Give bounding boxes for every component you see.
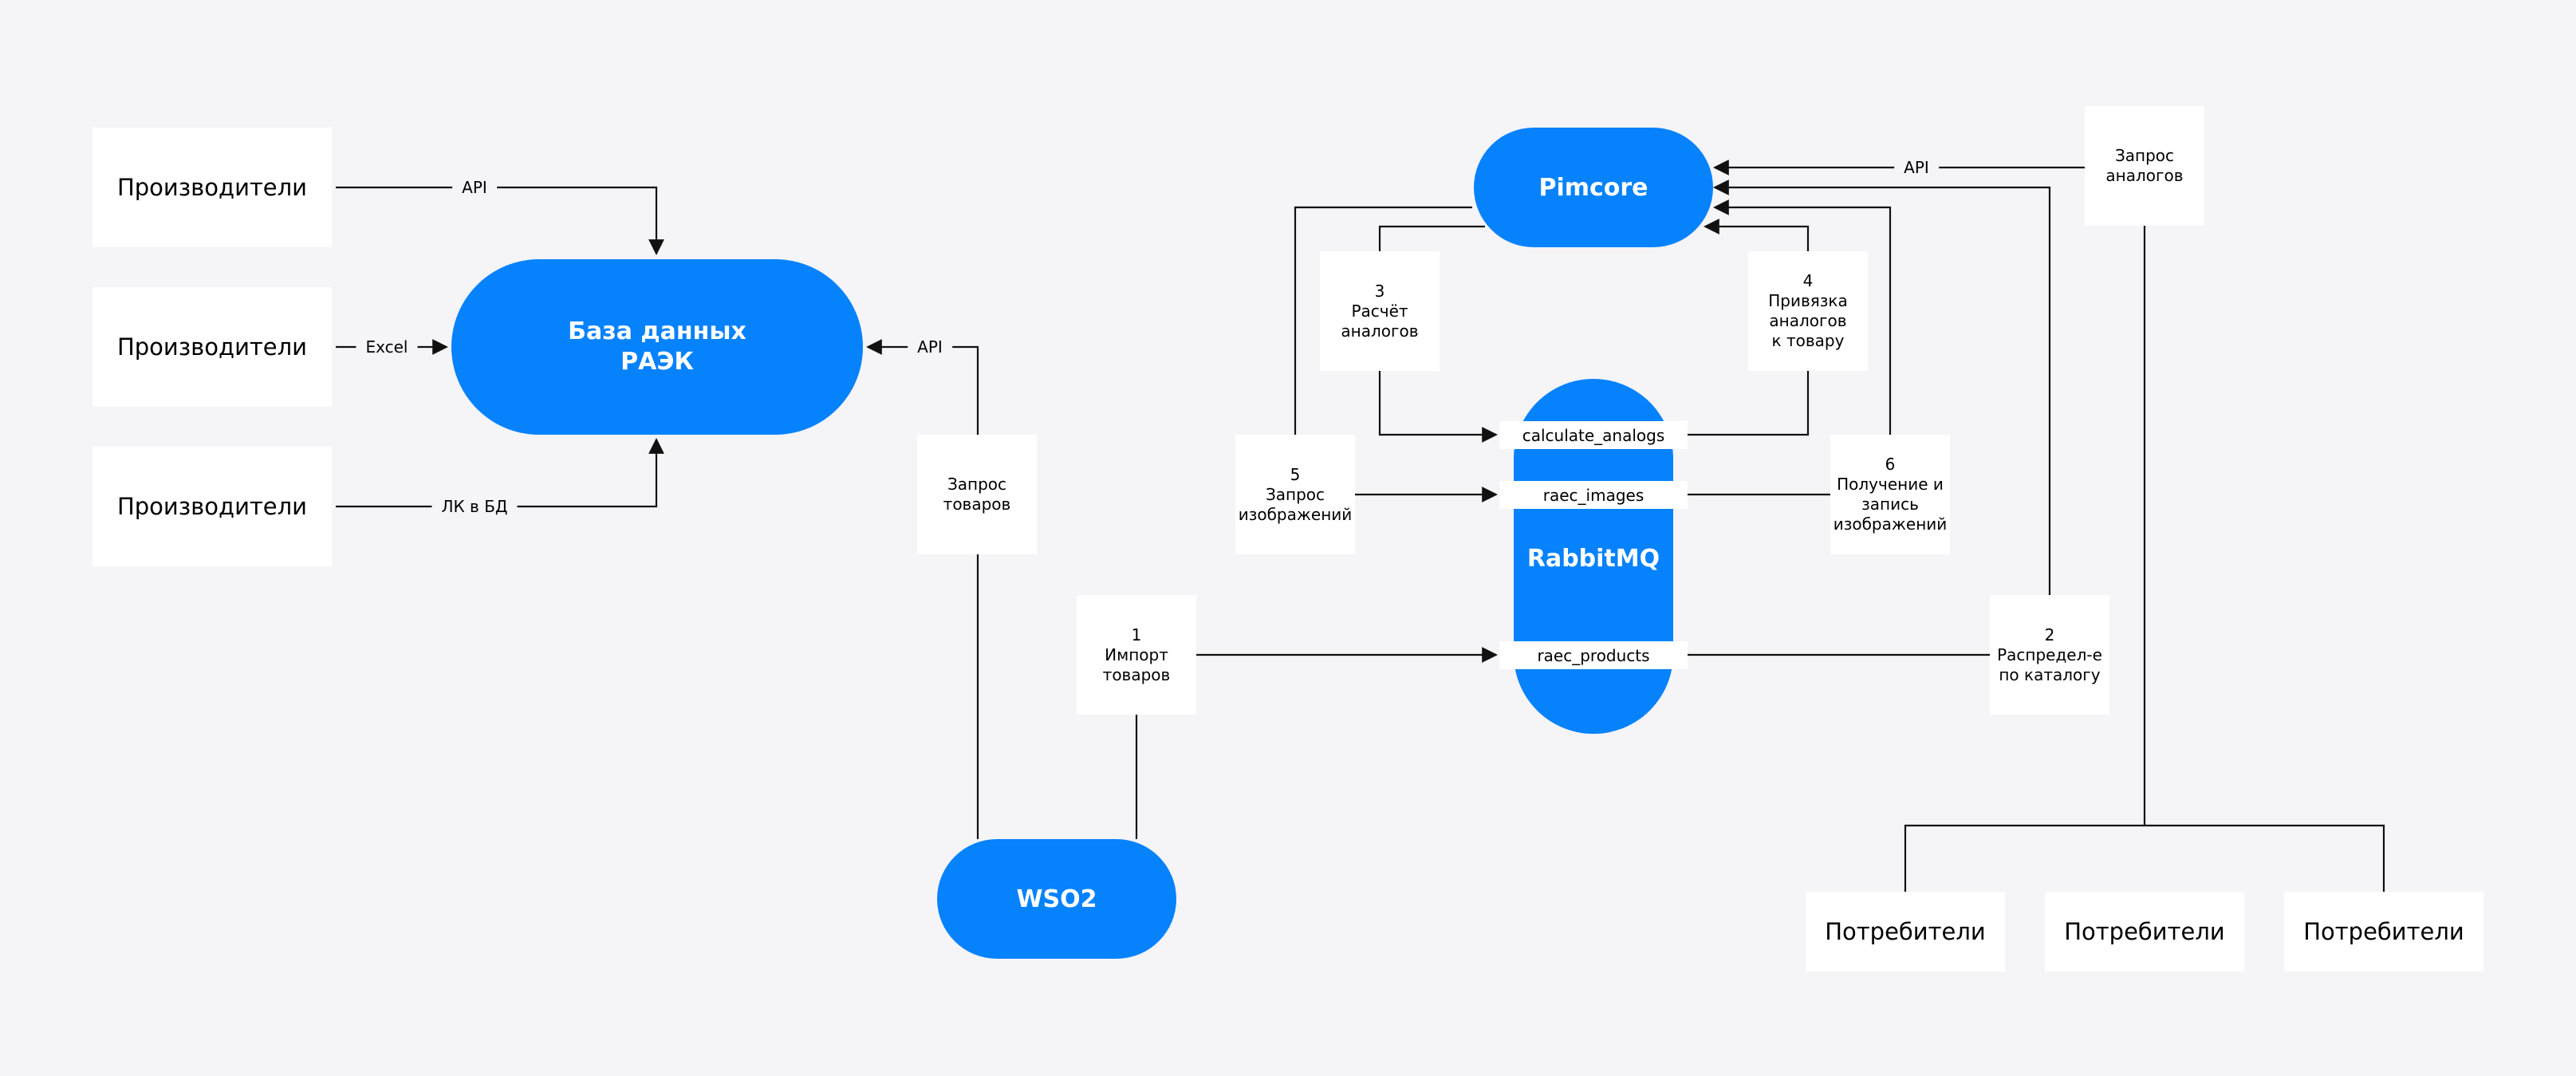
queue-calculate-analogs: calculate_analogs (1499, 421, 1688, 449)
consumer-box-2: Потребители (2045, 892, 2244, 972)
request-goods-box: Запрос товаров (917, 435, 1037, 554)
producer-box-2: Производители (93, 287, 332, 407)
step-3-box: 3 Расчёт аналогов (1320, 251, 1440, 371)
edge-label-lk: ЛК в БД (431, 495, 518, 518)
step-4-box: 4 Привязка аналогов к товару (1748, 251, 1868, 371)
step-2-box: 2 Распредел-е по каталогу (1990, 595, 2109, 715)
queue-raec-images: raec_images (1499, 481, 1688, 509)
edge-images-pimcore (1680, 199, 1892, 496)
edge-pimcore-images (1294, 206, 1498, 503)
edge-label-api-pimcore: API (1894, 156, 1939, 179)
producer-box-1: Производители (93, 128, 332, 247)
step-6-box: 6 Получение и запись изображений (1830, 435, 1950, 554)
edge-consumers-bus (1904, 824, 2385, 892)
request-analogs-box: Запрос аналогов (2085, 106, 2204, 226)
step-5-box: 5 Запрос изображений (1235, 435, 1355, 554)
database-node: База данных РАЭК (451, 259, 863, 435)
wso2-node: WSO2 (937, 839, 1176, 959)
rabbitmq-label: RabbitMQ (1526, 544, 1660, 573)
edge-label-api: API (452, 176, 497, 199)
edge-label-api-db: API (908, 336, 952, 358)
step-1-box: 1 Импорт товаров (1077, 595, 1196, 715)
edge-producer1-db (336, 186, 664, 255)
edge-wso2-db (866, 339, 979, 839)
edge-label-excel: Excel (356, 336, 418, 358)
edge-products-pimcore (1680, 179, 2051, 656)
producer-box-3: Производители (93, 447, 332, 566)
consumer-box-3: Потребители (2284, 892, 2483, 972)
queue-raec-products: raec_products (1499, 641, 1688, 669)
pimcore-node: Pimcore (1474, 128, 1713, 247)
consumer-box-1: Потребители (1806, 892, 2005, 972)
